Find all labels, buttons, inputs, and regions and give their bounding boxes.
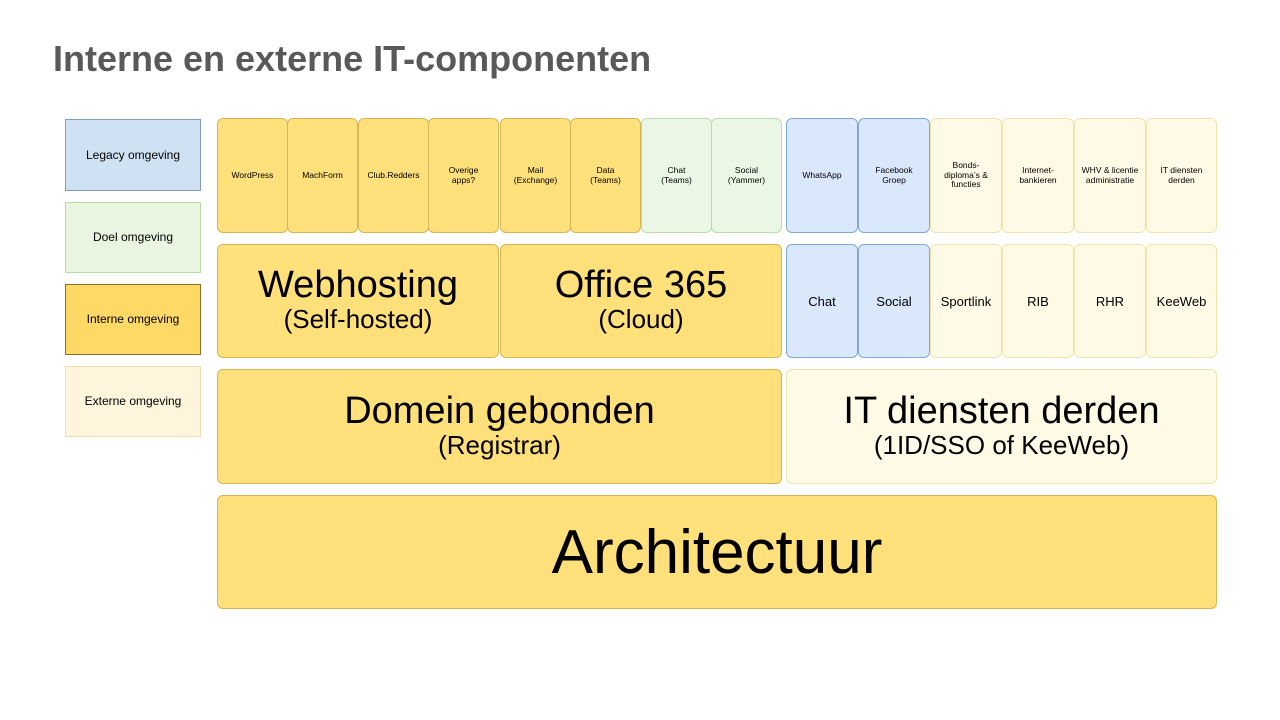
legend-intern-label: Interne omgeving [86, 312, 180, 327]
box-facebook-groep-label: Facebook Groep [875, 164, 913, 185]
box-social-yammer-label: Social (Yammer) [727, 164, 766, 185]
box-bonds-diplomas: Bonds- diploma’s & functies [930, 118, 1002, 233]
box-wordpress: WordPress [217, 118, 288, 233]
box-office365-title: Office 365 [554, 264, 728, 307]
box-social: Social [858, 244, 930, 358]
box-it-diensten-derden-small: IT diensten derden [1146, 118, 1217, 233]
box-chat-teams: Chat (Teams) [641, 118, 712, 233]
legend-doel-label: Doel omgeving [92, 230, 174, 245]
box-social-label: Social [876, 293, 912, 309]
box-domein-gebonden-sub: (Registrar) [438, 429, 561, 460]
box-facebook-groep: Facebook Groep [858, 118, 930, 233]
box-data-teams-label: Data (Teams) [590, 164, 621, 185]
box-internetbankieren-label: Internet- bankieren [1019, 164, 1057, 185]
box-office365: Office 365 (Cloud) [500, 244, 782, 358]
box-whatsapp: WhatsApp [786, 118, 858, 233]
legend-extern: Externe omgeving [65, 366, 201, 437]
page-title: Interne en externe IT-componenten [53, 38, 652, 79]
box-internetbankieren: Internet- bankieren [1002, 118, 1074, 233]
box-architectuur-label: Architectuur [551, 517, 883, 587]
box-chat-label: Chat [808, 293, 836, 309]
box-sportlink: Sportlink [930, 244, 1002, 358]
box-keeweb-label: KeeWeb [1156, 293, 1207, 309]
box-clubredders: Club.Redders [358, 118, 429, 233]
box-architectuur: Architectuur [217, 495, 1217, 609]
legend-intern: Interne omgeving [65, 284, 201, 355]
box-wordpress-label: WordPress [231, 169, 274, 180]
box-it-diensten-derden: IT diensten derden (1ID/SSO of KeeWeb) [786, 369, 1217, 484]
box-whv-licentie: WHV & licentie administratie [1074, 118, 1146, 233]
box-chat: Chat [786, 244, 858, 358]
box-rhr: RHR [1074, 244, 1146, 358]
box-domein-gebonden: Domein gebonden (Registrar) [217, 369, 782, 484]
box-rhr-label: RHR [1095, 293, 1125, 309]
box-bonds-diplomas-label: Bonds- diploma’s & functies [944, 159, 988, 190]
box-overige-apps: Overige apps? [428, 118, 499, 233]
box-whv-licentie-label: WHV & licentie administratie [1081, 164, 1139, 185]
legend-legacy-label: Legacy omgeving [85, 147, 181, 162]
box-webhosting: Webhosting (Self-hosted) [217, 244, 499, 358]
box-keeweb: KeeWeb [1146, 244, 1217, 358]
box-it-diensten-derden-sub: (1ID/SSO of KeeWeb) [873, 429, 1130, 460]
box-data-teams: Data (Teams) [570, 118, 641, 233]
box-webhosting-sub: (Self-hosted) [283, 304, 433, 335]
box-machform: MachForm [287, 118, 358, 233]
box-office365-sub: (Cloud) [598, 304, 684, 335]
box-mail-exchange-label: Mail (Exchange) [513, 164, 558, 185]
box-it-diensten-derden-small-label: IT diensten derden [1160, 164, 1203, 185]
legend-legacy: Legacy omgeving [65, 119, 201, 191]
box-rib-label: RIB [1027, 293, 1049, 309]
box-chat-teams-label: Chat (Teams) [661, 164, 692, 185]
box-whatsapp-label: WhatsApp [802, 169, 842, 180]
box-it-diensten-derden-title: IT diensten derden [843, 389, 1160, 432]
legend-doel: Doel omgeving [65, 202, 201, 273]
legend-extern-label: Externe omgeving [84, 394, 182, 409]
box-overige-apps-label: Overige apps? [448, 164, 479, 185]
box-rib: RIB [1002, 244, 1074, 358]
box-domein-gebonden-title: Domein gebonden [344, 389, 655, 432]
box-social-yammer: Social (Yammer) [711, 118, 782, 233]
box-machform-label: MachForm [302, 169, 343, 180]
box-webhosting-title: Webhosting [258, 264, 458, 307]
box-mail-exchange: Mail (Exchange) [500, 118, 571, 233]
box-clubredders-label: Club.Redders [367, 169, 420, 180]
box-sportlink-label: Sportlink [940, 293, 992, 309]
